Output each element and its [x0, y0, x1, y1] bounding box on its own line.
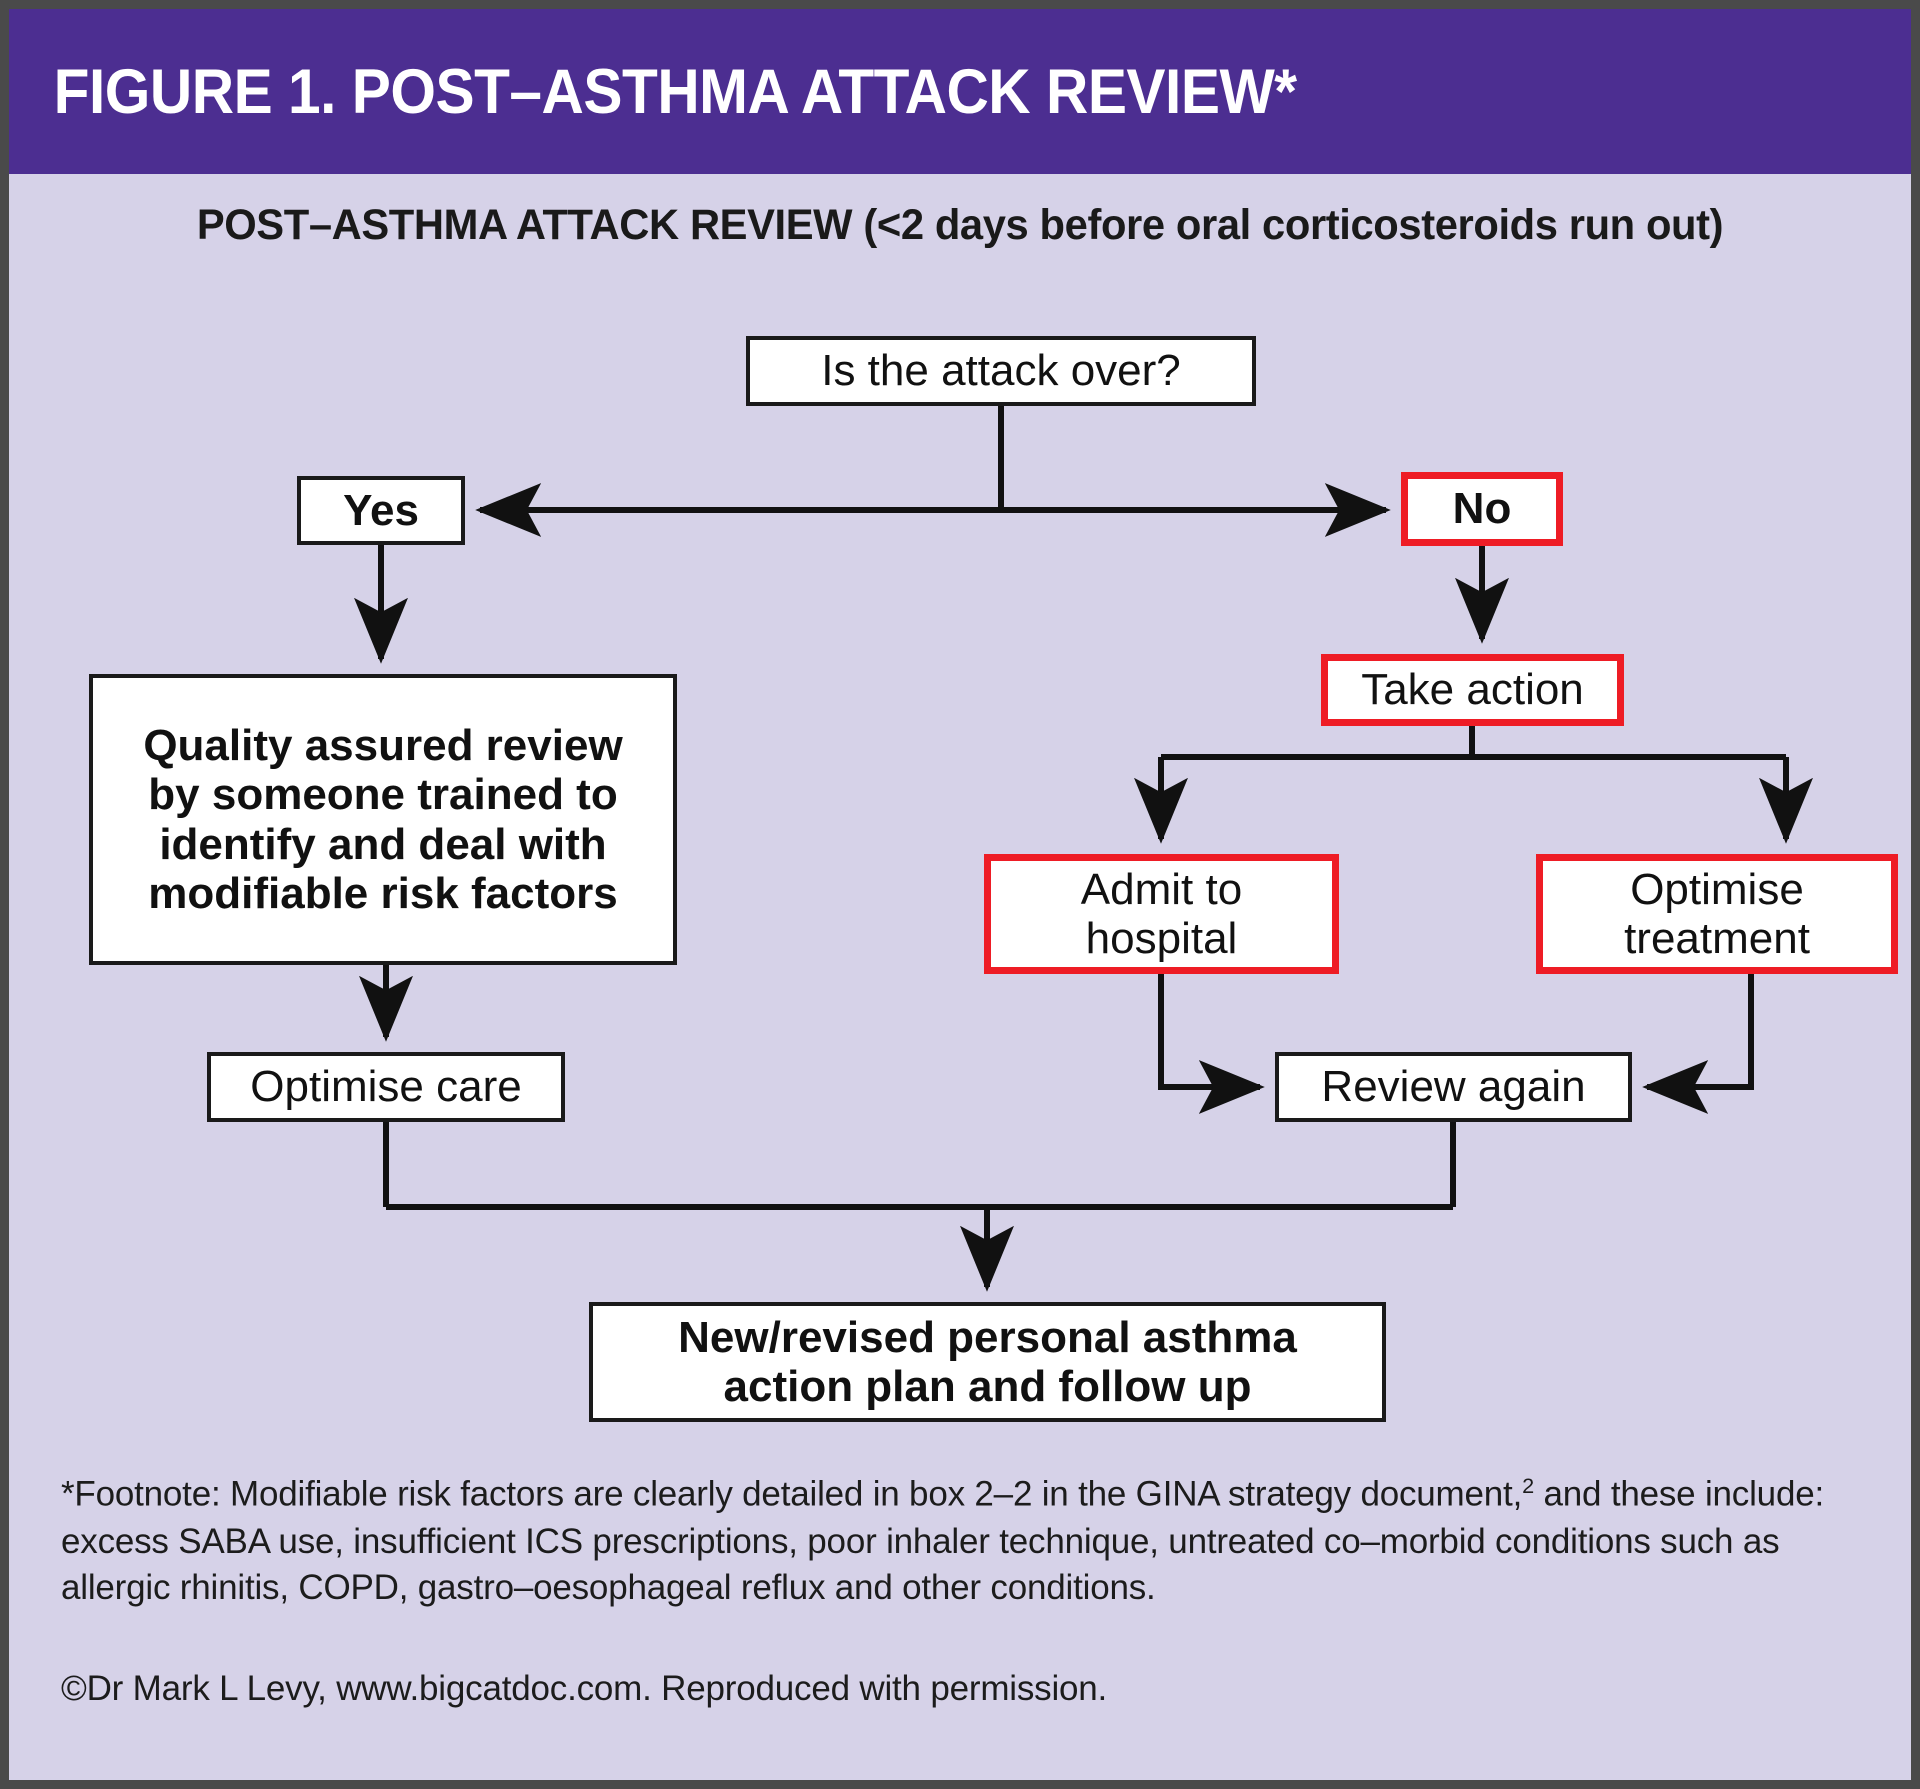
node-newplan-line-2: action plan and follow up: [723, 1362, 1252, 1411]
figure-subtitle: POST–ASTHMA ATTACK REVIEW (<2 days befor…: [196, 201, 1724, 249]
node-quality-line-1: Quality assured review: [143, 720, 623, 770]
node-optimise-treatment[interactable]: Optimise treatment: [1536, 854, 1898, 974]
node-yes[interactable]: Yes: [297, 476, 465, 545]
node-newplan-line-1: New/revised personal asthma: [678, 1312, 1297, 1362]
node-take-action[interactable]: Take action: [1321, 654, 1624, 726]
node-admit-line-1: Admit to: [1080, 864, 1243, 914]
node-no[interactable]: No: [1401, 472, 1563, 546]
figure-footnote: *Footnote: Modifiable risk factors are c…: [61, 1471, 1866, 1612]
node-quality-line-2: by someone trained to: [148, 770, 618, 820]
node-review-again[interactable]: Review again: [1275, 1052, 1632, 1122]
edge-admit-to-review-again: [1158, 974, 1265, 1114]
node-optimise-care[interactable]: Optimise care: [207, 1052, 565, 1122]
node-quality-line-4: modifiable risk factors: [148, 868, 618, 918]
edge-optimise-tx-to-review-again: [1642, 974, 1754, 1114]
node-quality-line-3: identify and deal with: [159, 819, 607, 869]
figure-header-bar: FIGURE 1. POST–ASTHMA ATTACK REVIEW*: [9, 9, 1911, 174]
node-admit-line-2: hospital: [1085, 914, 1238, 963]
node-admit-to-hospital[interactable]: Admit to hospital: [984, 854, 1339, 974]
node-optimise-tx-line-1: Optimise: [1630, 864, 1804, 914]
node-is-the-attack-over[interactable]: Is the attack over?: [746, 336, 1256, 406]
footnote-part-2: and these include: excess SABA use, insu…: [61, 1474, 1824, 1608]
node-optimise-tx-line-2: treatment: [1624, 914, 1810, 963]
footnote-part-1: *Footnote: Modifiable risk factors are c…: [61, 1474, 1523, 1514]
node-new-revised-personal-asthma-action-plan[interactable]: New/revised personal asthma action plan …: [589, 1302, 1386, 1422]
figure-title: FIGURE 1. POST–ASTHMA ATTACK REVIEW*: [53, 56, 1297, 127]
footnote-reference-superscript: 2: [1522, 1473, 1534, 1498]
node-quality-assured-review[interactable]: Quality assured review by someone traine…: [89, 674, 677, 965]
figure-credit: ©Dr Mark L Levy, www.bigcatdoc.com. Repr…: [61, 1669, 1108, 1708]
